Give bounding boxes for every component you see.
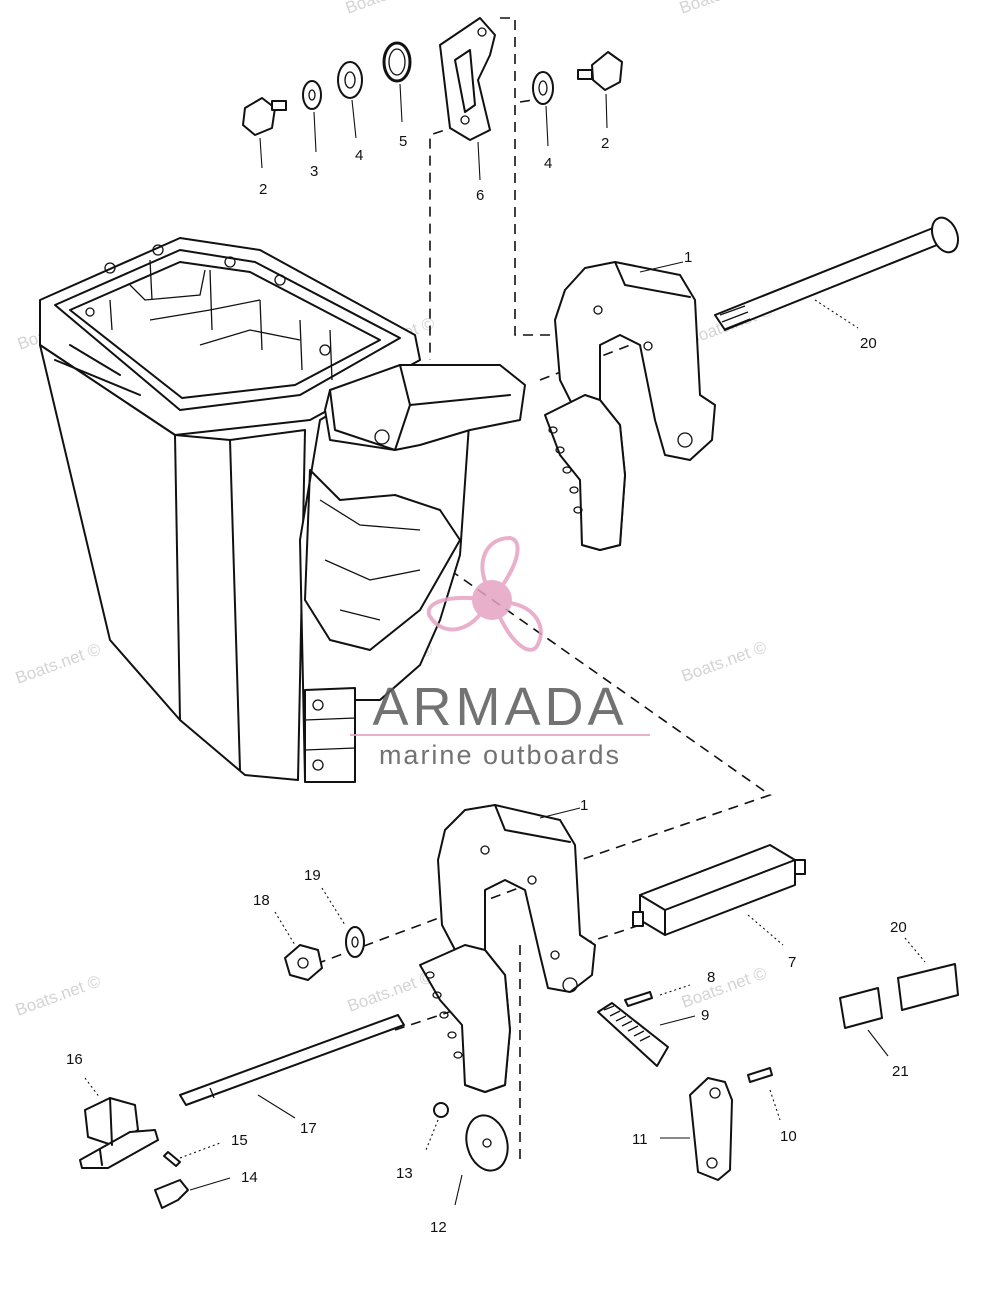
part-11-lock-lever [689,1077,733,1181]
clamp-bracket-upper [544,261,716,551]
callout-12: 12 [430,1219,447,1236]
callout-1-lower: 1 [580,797,588,814]
callout-4-left: 4 [355,147,363,164]
propeller-blade [426,595,490,632]
assembly-lines [299,17,772,1165]
part-21-decal [839,987,883,1029]
propeller-blade [494,600,543,652]
part-5-retaining-ring [382,41,412,83]
part-4-bushing-right [532,71,554,105]
callout-15: 15 [231,1132,248,1149]
callout-18: 18 [253,892,270,909]
callout-16: 16 [66,1051,83,1068]
part-12-knob [465,1114,509,1172]
callout-10: 10 [780,1128,797,1145]
adjustment-holes-upper [548,426,583,514]
callout-20-decal: 20 [890,919,907,936]
part-15-pin [163,1151,181,1167]
propeller-blade [480,535,520,597]
watermark: Boats.net © [677,0,768,18]
logo-tagline: marine outboards [379,740,621,770]
callout-6: 6 [476,187,484,204]
callout-13: 13 [396,1165,413,1182]
part-20-tilt-tube [714,216,960,331]
part-18-nut [284,944,323,981]
part-2-bolt-right [577,51,623,91]
callout-11: 11 [632,1131,648,1148]
callout-2-left: 2 [259,181,267,198]
part-14-clip [154,1179,189,1209]
callout-4-right: 4 [544,155,552,172]
callout-5: 5 [399,133,407,150]
logo-name: ARMADA [372,677,627,737]
part-2-bolt-left [242,97,287,136]
leader-lines [84,83,926,1206]
part-4-bushing-left [337,61,363,99]
watermark: Boats.net © [13,971,104,1019]
callout-17: 17 [300,1120,317,1137]
watermark: Boats.net © [13,639,104,687]
part-17-rod [179,1014,405,1106]
part-13-nut [433,1102,449,1118]
part-6-tilt-lock-lever [439,17,496,141]
part-9-spring [597,1002,669,1067]
drive-shaft-housing [39,237,526,783]
part-19-washer [345,926,365,958]
part-10-pin [747,1067,773,1083]
callout-9: 9 [701,1007,709,1024]
propeller-icon [426,535,543,652]
watermark: Boats.net © [679,637,770,685]
adjustment-holes-lower [425,971,463,1059]
part-3-washer [302,80,322,110]
callout-labels: 1 1 2 2 3 4 4 5 6 7 8 9 10 11 12 13 14 1… [66,133,909,1236]
callout-3: 3 [310,163,318,180]
callout-21: 21 [892,1063,909,1080]
callout-14: 14 [241,1169,258,1186]
part-16-bracket [79,1097,159,1169]
watermark: Boats.net © [679,963,770,1011]
watermark: Boats.net © [345,967,436,1015]
propeller-hub [472,580,512,620]
callout-1-upper: 1 [684,249,692,266]
part-8-pin [624,991,653,1007]
watermark: Boats.net © [343,0,434,18]
callout-20-tube: 20 [860,335,877,352]
clamp-bracket-lower [419,804,596,1093]
callout-19: 19 [304,867,321,884]
part-20-decal [897,963,959,1011]
callout-2-right: 2 [601,135,609,152]
callout-7: 7 [788,954,796,971]
callout-8: 8 [707,969,715,986]
armada-logo: ARMADA marine outboards [350,535,650,770]
part-7-tilt-stop [632,844,806,936]
